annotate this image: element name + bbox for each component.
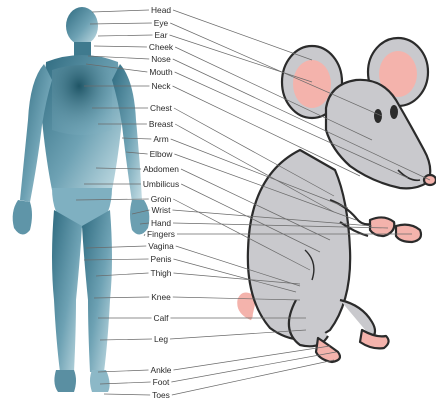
leader-line-human <box>94 46 147 47</box>
label-breast: Breast <box>149 119 174 129</box>
leader-line-human <box>98 35 152 36</box>
label-arm: Arm <box>153 134 168 144</box>
leader-line-mouse <box>173 10 312 60</box>
label-hand: Hand <box>151 218 171 228</box>
label-mouth: Mouth <box>149 67 173 77</box>
leader-line-mouse <box>170 23 382 116</box>
leader-line-human <box>92 10 149 12</box>
label-wrist: Wrist <box>152 205 172 215</box>
mouse-illustration <box>240 38 436 362</box>
label-thigh: Thigh <box>151 268 172 278</box>
label-knee: Knee <box>151 292 171 302</box>
label-foot: Foot <box>153 377 170 387</box>
leader-line-human <box>100 339 152 340</box>
label-head: Head <box>151 5 171 15</box>
label-nose: Nose <box>151 54 171 64</box>
label-eye: Eye <box>154 18 169 28</box>
label-leg: Leg <box>154 334 168 344</box>
label-toes: Toes <box>152 390 170 400</box>
label-chest: Chest <box>150 103 173 113</box>
label-elbow: Elbow <box>150 149 174 159</box>
label-cheek: Cheek <box>149 42 174 52</box>
label-groin: Groin <box>151 194 172 204</box>
label-vagina: Vagina <box>148 241 174 251</box>
leader-line-human <box>104 394 150 395</box>
label-penis: Penis <box>151 254 172 264</box>
label-umbilicus: Umbilicus <box>143 179 179 189</box>
leader-line-human <box>90 23 152 24</box>
label-column: Head Eye Ear Cheek Nose Mouth Neck Chest… <box>143 5 179 400</box>
label-neck: Neck <box>151 81 171 91</box>
label-fingers: Fingers <box>147 229 175 239</box>
leader-line-mouse <box>173 346 330 370</box>
label-abdomen: Abdomen <box>143 164 179 174</box>
label-ear: Ear <box>154 30 167 40</box>
label-calf: Calf <box>154 313 170 323</box>
leader-line-human <box>144 234 145 236</box>
label-ankle: Ankle <box>151 365 172 375</box>
